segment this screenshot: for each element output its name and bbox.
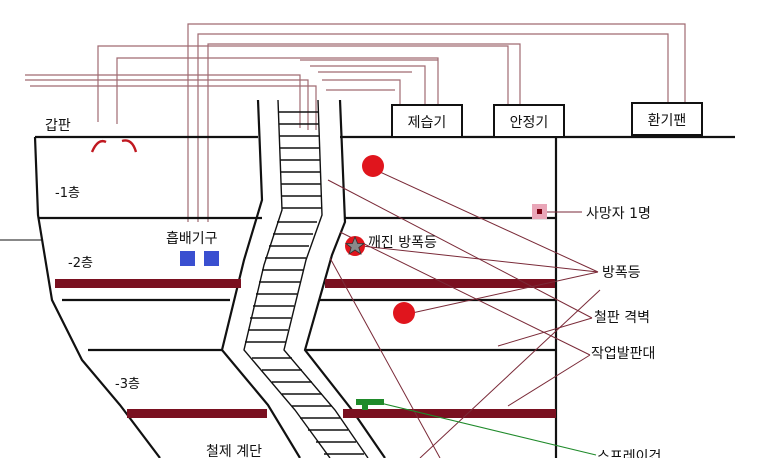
sprayer-leader [379,402,597,456]
ventilation-fan-label: 환기팬 [648,113,687,129]
broken-light-label: 깨진 방폭등 [368,235,437,251]
steel-stairs-label: 철제 계단 [206,444,262,458]
stabilizer-label: 안정기 [510,115,549,131]
floor-3-label: -3층 [115,377,140,392]
explosion-proof-light-bottom [393,302,415,324]
pipe-bundle [25,23,686,222]
dehumidifier-label: 제습기 [408,115,447,131]
dehumidifier-box [391,104,463,138]
sprayer-icon [356,399,384,410]
fatality-label: 사망자 1명 [586,206,651,222]
work-platforms [55,279,556,418]
broken-explosion-proof-light [344,235,366,256]
floor-2-label: -2층 [68,256,93,271]
steel-bulkhead-label: 철판 격벽 [594,310,650,326]
exhaust-device-2 [204,251,219,266]
exhaust-device-label: 흡배기구 [166,231,218,247]
fatality-marker-dot [537,209,542,214]
explosion-proof-light-label: 방폭등 [602,265,641,281]
explosion-proof-light-top [362,155,384,177]
stabilizer-box [493,104,565,138]
work-platform-label: 작업발판대 [591,346,655,362]
deck-label: 갑판 [45,118,71,134]
sprayer-label: 스프레이건 [597,449,661,458]
exhaust-device-1 [180,251,195,266]
floor-1-label: -1층 [55,186,80,201]
steel-stairs [243,99,369,458]
deck-opening-mark [90,139,138,153]
ventilation-fan-box [631,102,703,136]
leader-lines [327,171,601,458]
